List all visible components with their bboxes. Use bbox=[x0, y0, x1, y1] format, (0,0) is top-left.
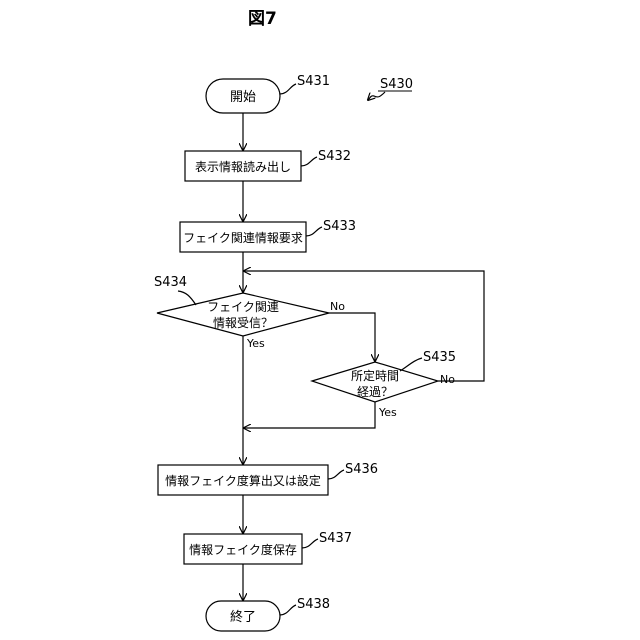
read-text: 表示情報読み出し bbox=[195, 159, 291, 174]
s432-label: S432 bbox=[318, 149, 351, 164]
s435-label: S435 bbox=[423, 350, 456, 365]
received-no-label: No bbox=[330, 300, 345, 313]
s434-label: S434 bbox=[154, 275, 187, 290]
s435-leader bbox=[400, 358, 422, 371]
timeout-yes-label: Yes bbox=[378, 406, 397, 419]
s431-leader bbox=[280, 84, 296, 94]
received-line2: 情報受信？ bbox=[213, 316, 273, 330]
s432-leader bbox=[301, 157, 317, 166]
received-yes-label: Yes bbox=[246, 337, 265, 350]
s437-leader bbox=[302, 539, 318, 548]
s437-label: S437 bbox=[319, 531, 352, 546]
process-label-leader bbox=[368, 92, 385, 100]
calc-text: 情報フェイク度算出又は設定 bbox=[165, 473, 321, 488]
s431-label: S431 bbox=[297, 74, 330, 89]
s438-label: S438 bbox=[297, 597, 330, 612]
received-line1: フェイク関連 bbox=[207, 300, 279, 314]
s433-label: S433 bbox=[323, 219, 356, 234]
save-text: 情報フェイク度保存 bbox=[189, 542, 297, 557]
start-text: 開始 bbox=[230, 90, 256, 105]
process-label: S430 bbox=[380, 77, 413, 92]
s433-leader bbox=[306, 227, 322, 236]
figure-title: 図7 bbox=[248, 9, 277, 29]
s434-leader bbox=[178, 291, 196, 305]
end-text: 終了 bbox=[230, 609, 256, 625]
arrow-timeout-yes bbox=[244, 402, 375, 428]
timeout-line1: 所定時間 bbox=[351, 368, 399, 383]
s436-leader bbox=[328, 470, 344, 479]
timeout-line2: 経過？ bbox=[357, 385, 393, 399]
s436-label: S436 bbox=[345, 462, 378, 477]
request-text: フェイク関連情報要求 bbox=[183, 231, 303, 245]
arrow-received-no bbox=[329, 313, 375, 361]
timeout-no-label: No bbox=[440, 373, 455, 386]
s438-leader bbox=[280, 605, 296, 615]
